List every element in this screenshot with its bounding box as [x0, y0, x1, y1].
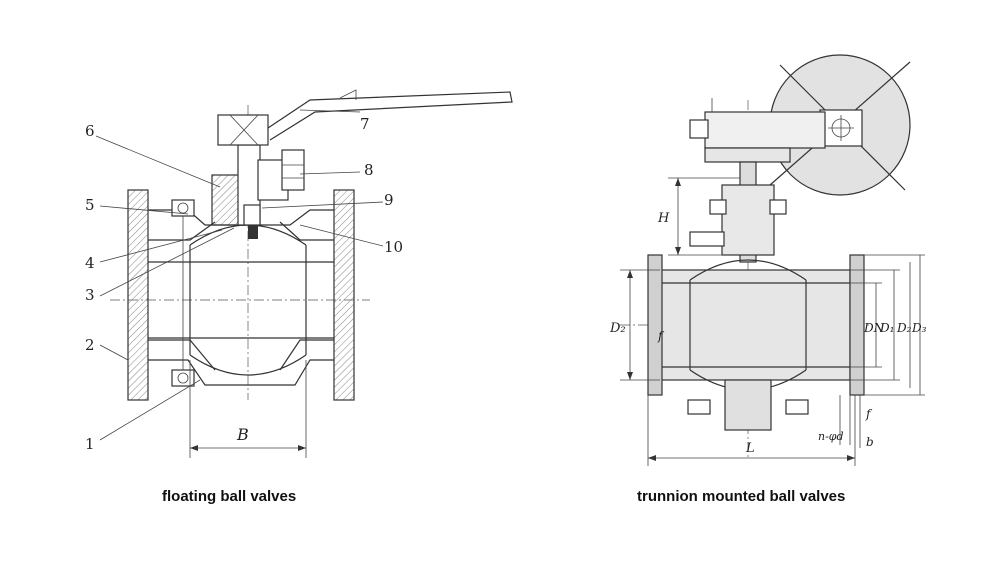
dim-D2-right-label: D₂	[896, 321, 912, 335]
part-number-10: 10	[384, 238, 403, 256]
dim-L-label: L	[745, 441, 755, 456]
dim-f-left-label: f	[657, 329, 665, 343]
dim-D2-left-label: D₂	[609, 321, 626, 336]
part-number-2: 2	[85, 336, 95, 354]
dimension-B-label: B	[236, 425, 249, 444]
dim-D1-label: D₁	[879, 321, 894, 335]
part-number-7: 7	[360, 115, 370, 133]
dim-f-right-label: f	[865, 407, 873, 421]
part-number-9: 9	[384, 191, 394, 209]
floating-ball-valves-caption: floating ball valves	[162, 488, 297, 505]
dim-D3-label: D₃	[911, 321, 927, 335]
trunnion-ball-valve-drawing: H D₂ f DN D₁ D₂ D₃ n-φd f b	[609, 54, 927, 466]
part-number-5: 5	[85, 196, 95, 214]
part-number-4: 4	[85, 254, 95, 272]
floating-ball-valve-drawing: B 6 7 8 5 9 10 4 3 2 1	[85, 89, 513, 458]
part-number-6: 6	[85, 122, 95, 140]
part-number-8: 8	[364, 161, 374, 179]
dim-n-phi-d-label: n-φd	[818, 430, 844, 443]
dim-H-label: H	[657, 211, 670, 226]
dim-b-label: b	[866, 435, 874, 449]
dim-DN-label: DN	[863, 321, 885, 335]
part-number-3: 3	[85, 286, 95, 304]
part-number-1: 1	[85, 435, 95, 453]
trunnion-ball-valves-caption: trunnion mounted ball valves	[637, 488, 846, 505]
